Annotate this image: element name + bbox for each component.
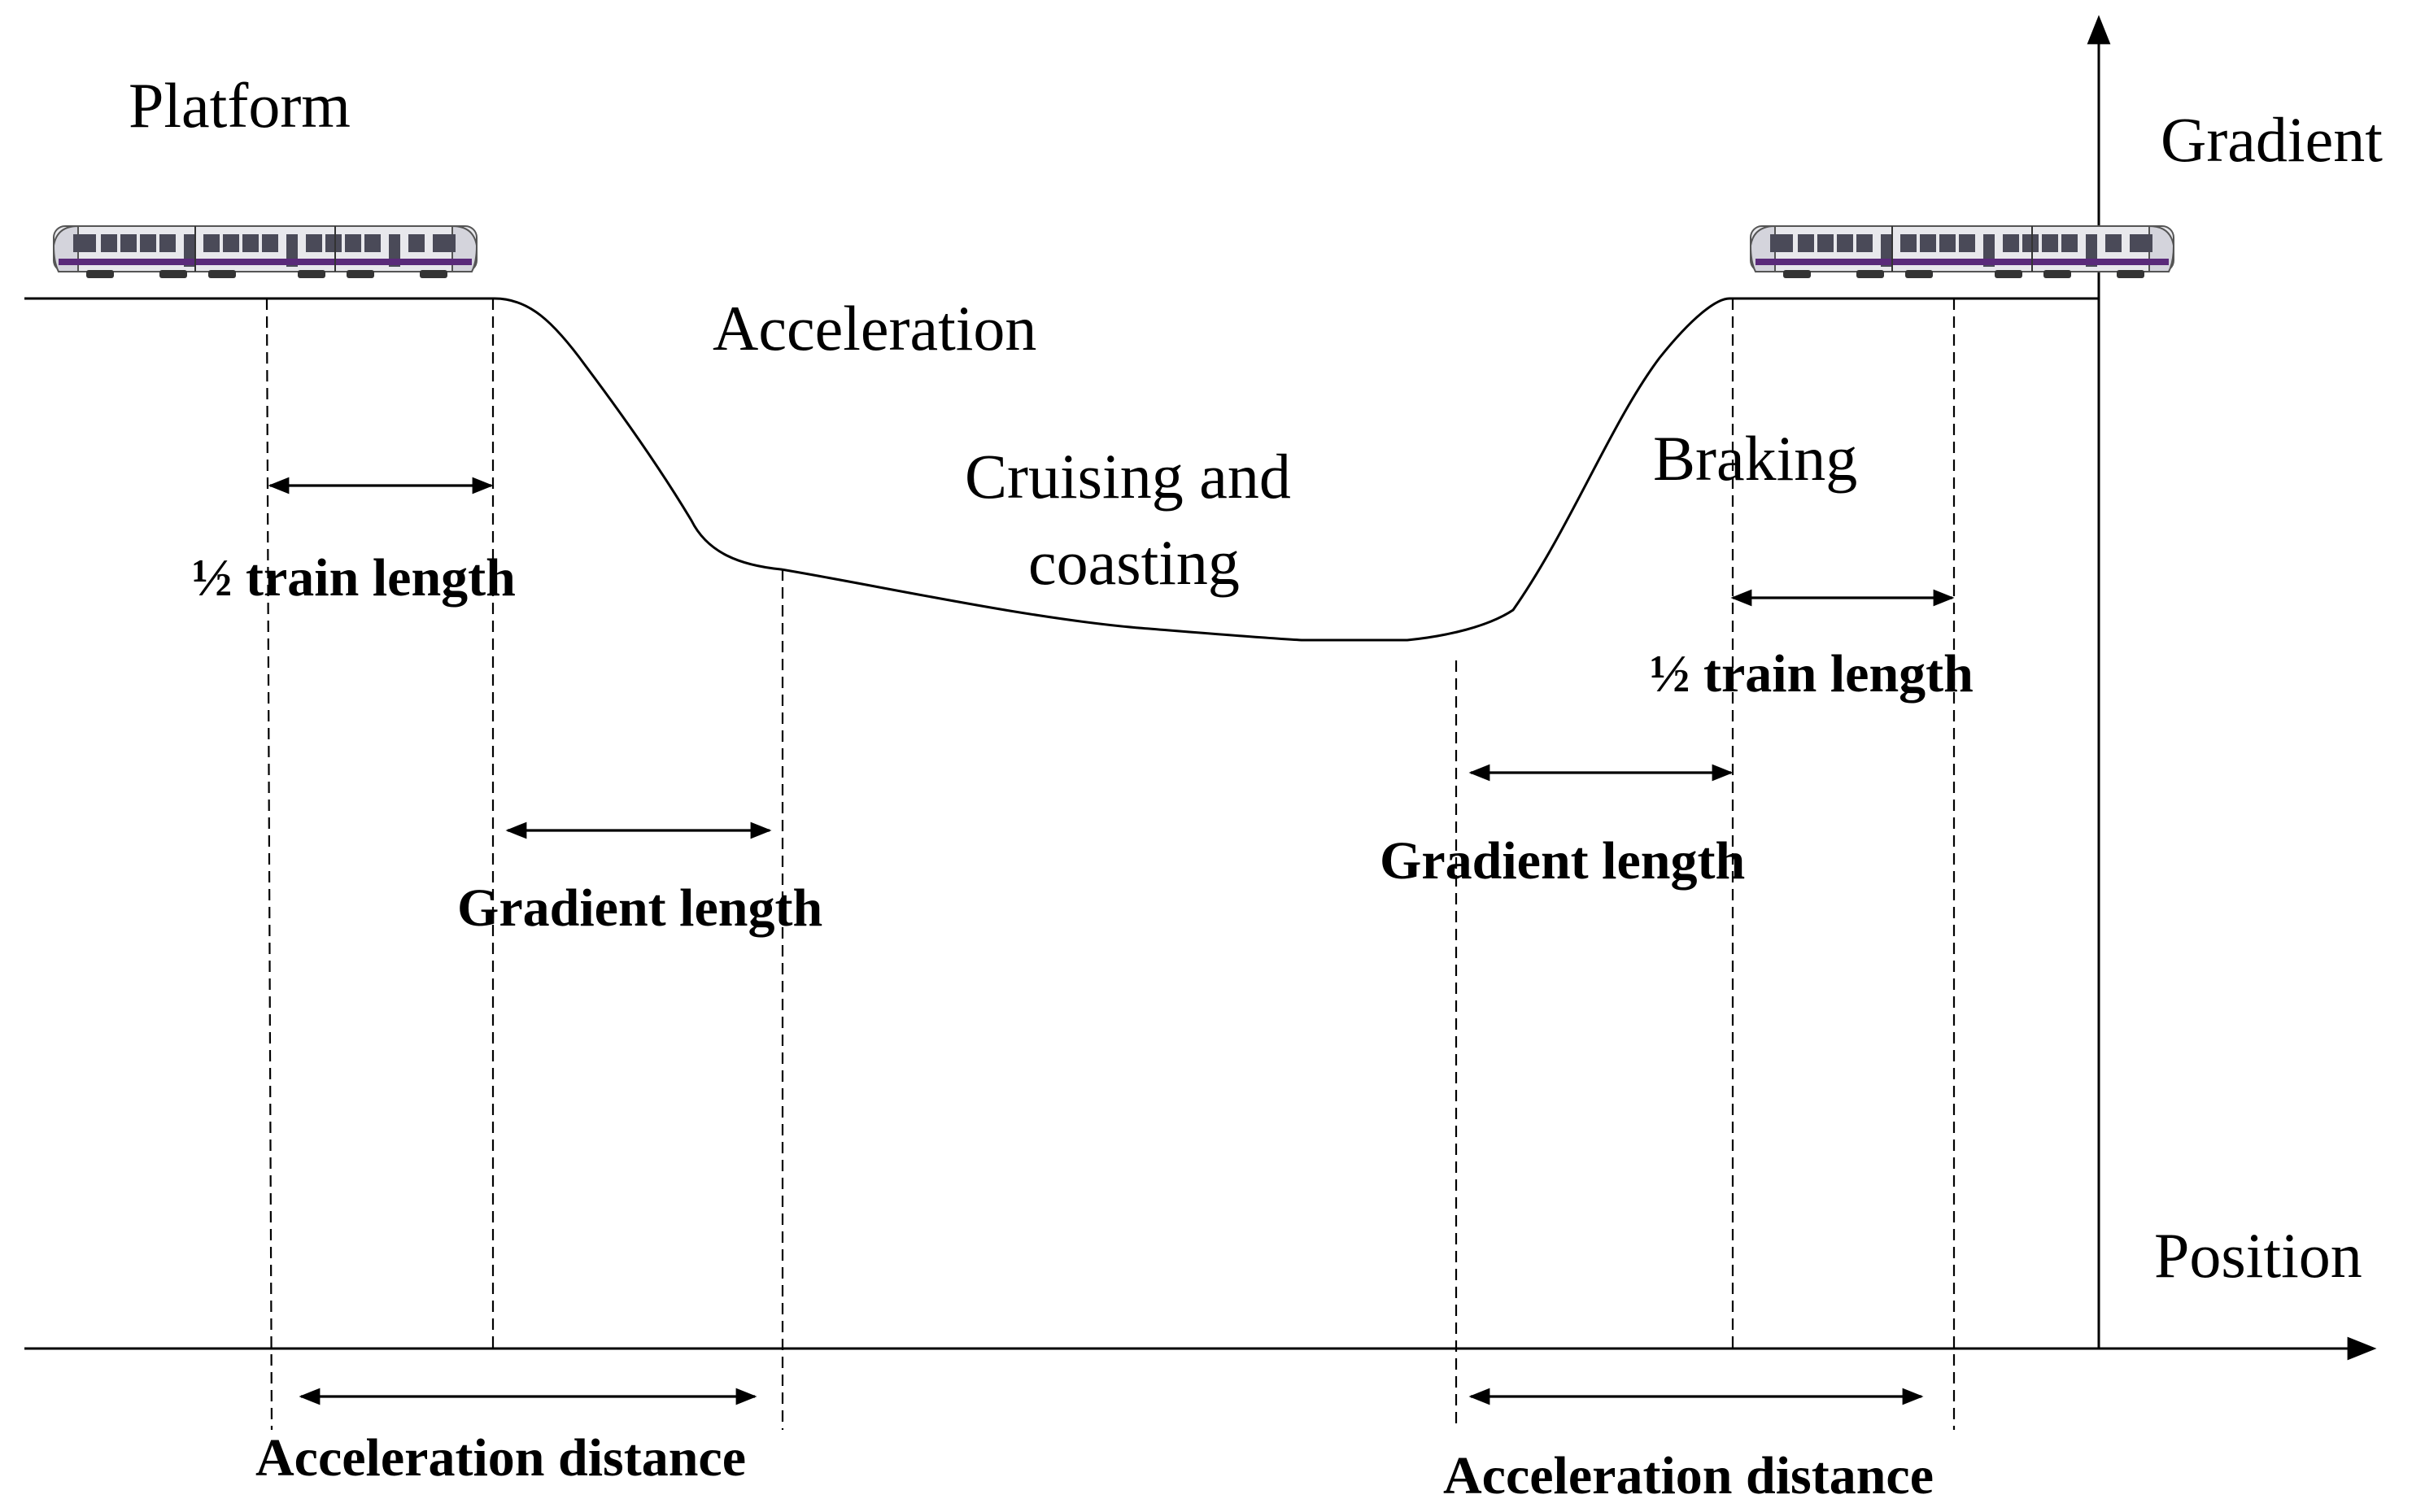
half-train-length-label-left: ½ train length bbox=[192, 548, 516, 608]
train-icon-left bbox=[53, 225, 478, 279]
gradient-length-label-right: Gradient length bbox=[1380, 831, 1745, 891]
position-axis-label: Position bbox=[2154, 1220, 2362, 1291]
gradient-length-label-left: Gradient length bbox=[457, 878, 822, 938]
braking-label: Braking bbox=[1653, 423, 1857, 494]
acceleration-distance-label-right: Acceleration distance bbox=[1443, 1446, 1934, 1505]
cruising-label-line1: Cruising and bbox=[965, 441, 1291, 512]
acceleration-distance-label-left: Acceleration distance bbox=[255, 1428, 746, 1488]
gradient-axis-label: Gradient bbox=[2161, 104, 2383, 175]
guide-line bbox=[265, 298, 273, 1431]
train-icon-right bbox=[1750, 225, 2174, 279]
gradient-profile-curve bbox=[24, 297, 2099, 642]
cruising-label-line2: coasting bbox=[1028, 527, 1240, 598]
half-train-length-label-right: ½ train length bbox=[1650, 644, 1974, 704]
acceleration-label: Acceleration bbox=[713, 293, 1036, 364]
platform-label: Platform bbox=[129, 70, 351, 141]
